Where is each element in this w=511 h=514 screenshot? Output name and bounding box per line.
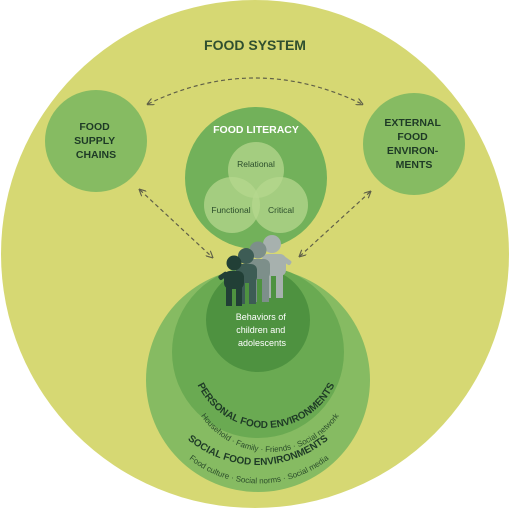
external-food-environments-label: EXTERNAL FOOD ENVIRON- MENTS: [384, 117, 443, 171]
external-food-environments-circle: [363, 93, 465, 195]
food-supply-chains-label: FOOD SUPPLY CHAINS: [74, 121, 118, 161]
food-supply-chains-circle: [45, 90, 147, 192]
literacy-critical-circle: [252, 177, 308, 233]
literacy-functional-circle: [204, 177, 260, 233]
behaviors-label: Behaviors of children and adolescents: [236, 312, 289, 348]
critical-label: Critical: [268, 205, 294, 215]
person-icon: [218, 255, 244, 306]
functional-label: Functional: [211, 205, 250, 215]
relational-label: Relational: [237, 159, 275, 169]
bidirectional-arrow-icon: [140, 190, 212, 257]
group-of-children-icon: [218, 235, 292, 306]
bidirectional-arrow-icon: [300, 192, 370, 256]
food-system-title: FOOD SYSTEM: [204, 37, 306, 53]
bidirectional-arrow-icon: [148, 77, 362, 104]
food-literacy-title: FOOD LITERACY: [213, 124, 299, 136]
